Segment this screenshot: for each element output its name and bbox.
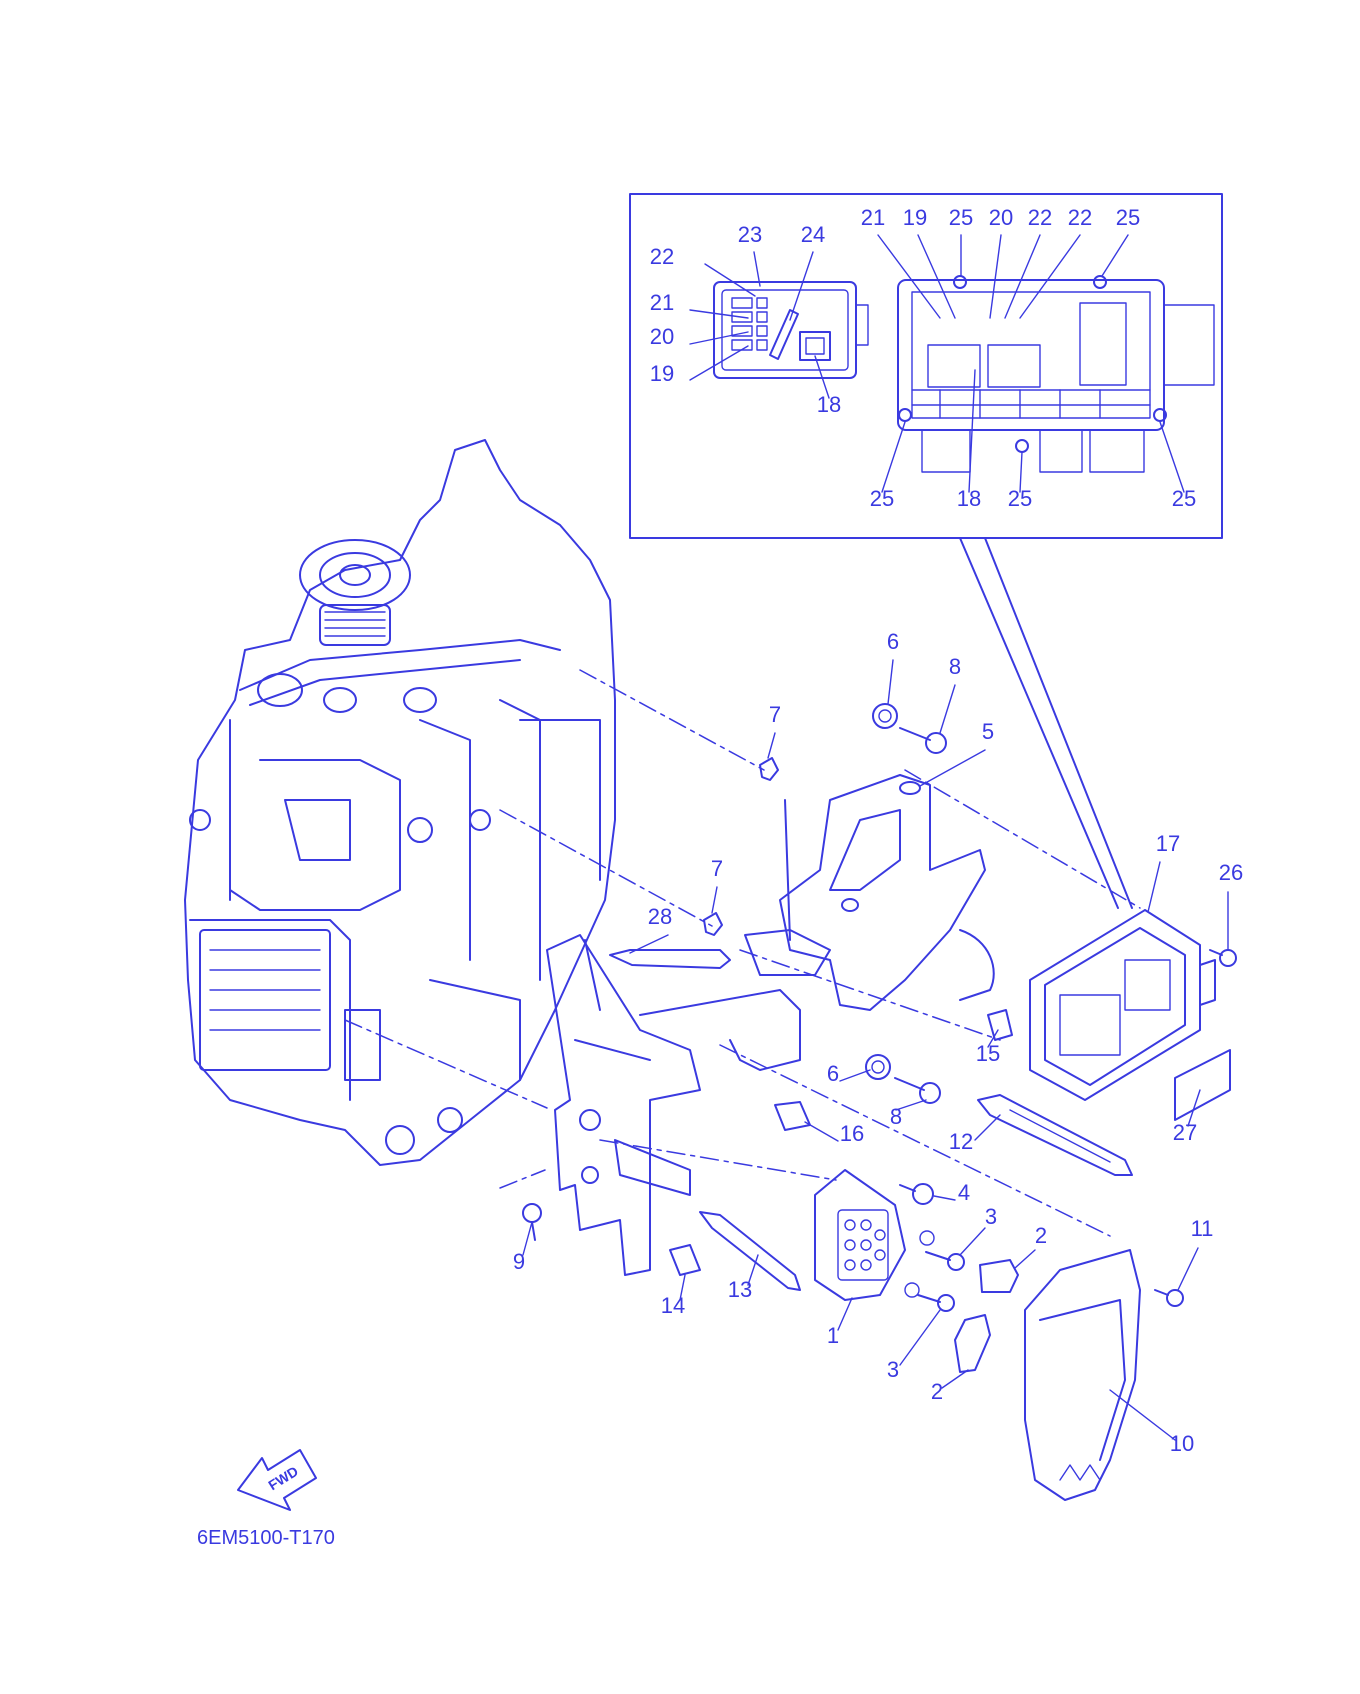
callout-main-1: 1 [827, 1323, 839, 1348]
engine-block [184, 439, 616, 1166]
callout-inset-20b: 20 [989, 205, 1013, 230]
callout-main-7b: 7 [711, 856, 723, 881]
callout-main-12: 12 [949, 1129, 973, 1154]
callout-main-2b: 2 [931, 1379, 943, 1404]
callout-inset-22c: 22 [1068, 205, 1092, 230]
callout-main-14: 14 [661, 1293, 685, 1318]
callout-main-13: 13 [728, 1277, 752, 1302]
callout-main-11: 11 [1191, 1216, 1214, 1241]
part-1-relay-block [814, 1169, 906, 1301]
part-27-label [1174, 1049, 1231, 1121]
callout-main-26: 26 [1219, 860, 1243, 885]
mounting-lines [344, 669, 1141, 1237]
callout-inset-24: 24 [801, 222, 825, 247]
callout-main-3b: 3 [887, 1357, 899, 1382]
callout-inset-18a: 18 [817, 392, 841, 417]
inset-ecu-board [897, 275, 1215, 473]
bracket-5 [779, 774, 995, 1011]
callout-main-15: 15 [976, 1041, 1000, 1066]
callout-main-27: 27 [1173, 1120, 1197, 1145]
callout-main-8a: 8 [949, 654, 961, 679]
callout-inset-22b: 22 [1028, 205, 1052, 230]
callout-inset-25e: 25 [1172, 486, 1196, 511]
callout-main-10: 10 [1170, 1431, 1194, 1456]
callout-inset-19b: 19 [903, 205, 927, 230]
callout-main-17: 17 [1156, 831, 1180, 856]
callout-inset-21b: 21 [861, 205, 885, 230]
callout-main-6b: 6 [827, 1061, 839, 1086]
callout-main-2a: 2 [1035, 1223, 1047, 1248]
inset-small-module [713, 281, 869, 379]
callout-main-8b: 8 [890, 1104, 902, 1129]
inset-callout-labels: 22 21 20 19 23 24 18 21 19 25 20 22 22 25 25 18 25 25 [650, 205, 1196, 511]
fwd-direction-arrow: FWD [237, 1449, 317, 1511]
callout-inset-25d: 25 [1008, 486, 1032, 511]
part-17-ecu [1029, 909, 1216, 1101]
callout-inset-19a: 19 [650, 361, 674, 386]
callout-inset-25b: 25 [1116, 205, 1140, 230]
callout-inset-18b: 18 [957, 486, 981, 511]
callout-inset-25c: 25 [870, 486, 894, 511]
callout-inset-22a: 22 [650, 244, 674, 269]
detail-inset [629, 193, 1223, 539]
callout-main-9: 9 [513, 1249, 525, 1274]
main-leaders [522, 659, 1229, 1441]
inset-pointer-lines [959, 537, 1133, 909]
inset-leaders [689, 234, 1185, 493]
callout-inset-23: 23 [738, 222, 762, 247]
callout-main-28: 28 [648, 904, 672, 929]
callout-main-16: 16 [840, 1121, 864, 1146]
callout-main-4: 4 [958, 1180, 970, 1205]
callout-main-3a: 3 [985, 1204, 997, 1229]
part-code: 6EM5100-T170 [197, 1527, 335, 1549]
callout-main-7a: 7 [769, 702, 781, 727]
part-10-cover [1024, 1249, 1141, 1501]
callout-inset-20a: 20 [650, 324, 674, 349]
mounting-bracket [546, 929, 831, 1276]
callout-inset-21a: 21 [650, 290, 674, 315]
callout-inset-25a: 25 [949, 205, 973, 230]
small-parts [522, 703, 1237, 1373]
callout-main-6a: 6 [887, 629, 899, 654]
callout-main-5: 5 [982, 719, 994, 744]
